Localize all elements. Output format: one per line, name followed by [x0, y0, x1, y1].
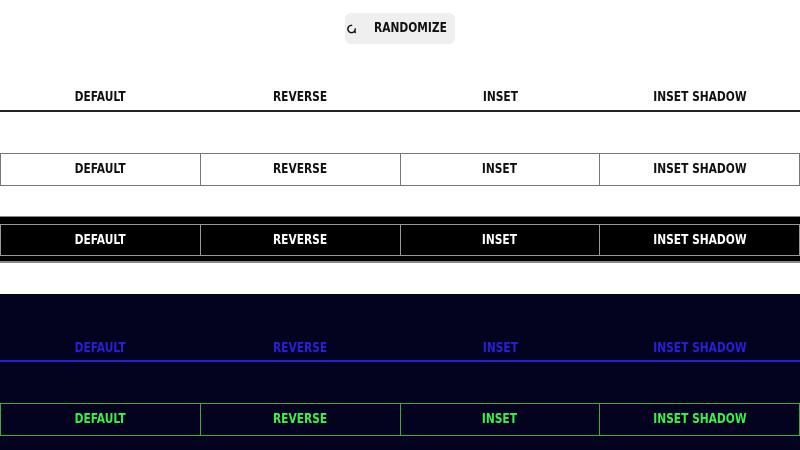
tab-reverse[interactable]: REVERSE: [201, 404, 401, 435]
tab-label: DEFAULT: [74, 89, 126, 105]
tab-label: INSET SHADOW: [653, 89, 747, 105]
tab-label: DEFAULT: [74, 412, 126, 427]
tab-reverse[interactable]: REVERSE: [201, 154, 401, 185]
tab-label: REVERSE: [272, 89, 328, 105]
randomize-button[interactable]: RANDOMIZE: [345, 13, 455, 44]
tab-row-underline-navy: DEFAULT REVERSE INSET INSET SHADOW: [0, 336, 800, 362]
tab-label: INSET: [482, 89, 518, 105]
tab-default[interactable]: DEFAULT: [1, 404, 201, 435]
tab-default[interactable]: DEFAULT: [0, 336, 200, 360]
tab-row-boxed-black: DEFAULT REVERSE INSET INSET SHADOW: [0, 224, 800, 256]
tab-inset[interactable]: INSET: [401, 404, 601, 435]
tab-label: INSET SHADOW: [652, 412, 747, 427]
tab-label: REVERSE: [273, 162, 328, 177]
tab-label: INSET SHADOW: [652, 162, 747, 177]
tab-row-underline-light: DEFAULT REVERSE INSET INSET SHADOW: [0, 84, 800, 112]
tab-default[interactable]: DEFAULT: [0, 84, 200, 110]
tab-reverse[interactable]: REVERSE: [201, 225, 401, 255]
tab-reverse[interactable]: REVERSE: [200, 336, 400, 360]
tab-label: DEFAULT: [74, 232, 126, 248]
tab-label: REVERSE: [273, 232, 328, 248]
tab-label: INSET SHADOW: [652, 232, 747, 248]
tab-default[interactable]: DEFAULT: [1, 154, 201, 185]
tab-label: DEFAULT: [74, 162, 126, 177]
tab-label: INSET: [482, 412, 518, 427]
tab-inset-shadow[interactable]: INSET SHADOW: [600, 225, 799, 255]
tab-inset[interactable]: INSET: [400, 84, 600, 110]
tab-label: INSET: [482, 232, 518, 248]
tab-reverse[interactable]: REVERSE: [200, 84, 400, 110]
tab-row-boxed-navy-green: DEFAULT REVERSE INSET INSET SHADOW: [0, 403, 800, 436]
tab-inset-shadow[interactable]: INSET SHADOW: [600, 336, 800, 360]
tab-label: REVERSE: [273, 412, 328, 427]
tab-label: INSET SHADOW: [653, 340, 747, 356]
tab-inset-shadow[interactable]: INSET SHADOW: [600, 84, 800, 110]
tab-inset[interactable]: INSET: [401, 225, 601, 255]
tab-label: INSET: [482, 340, 518, 356]
tab-inset-shadow[interactable]: INSET SHADOW: [600, 404, 799, 435]
tab-label: INSET: [482, 162, 518, 177]
tab-label: REVERSE: [272, 340, 328, 356]
tab-default[interactable]: DEFAULT: [1, 225, 201, 255]
randomize-label: RANDOMIZE: [374, 21, 448, 36]
tab-label: DEFAULT: [74, 340, 126, 356]
refresh-icon: [347, 24, 357, 34]
tab-inset-shadow[interactable]: INSET SHADOW: [600, 154, 799, 185]
tab-inset[interactable]: INSET: [400, 336, 600, 360]
tab-inset[interactable]: INSET: [401, 154, 601, 185]
tab-row-boxed-light: DEFAULT REVERSE INSET INSET SHADOW: [0, 153, 800, 186]
